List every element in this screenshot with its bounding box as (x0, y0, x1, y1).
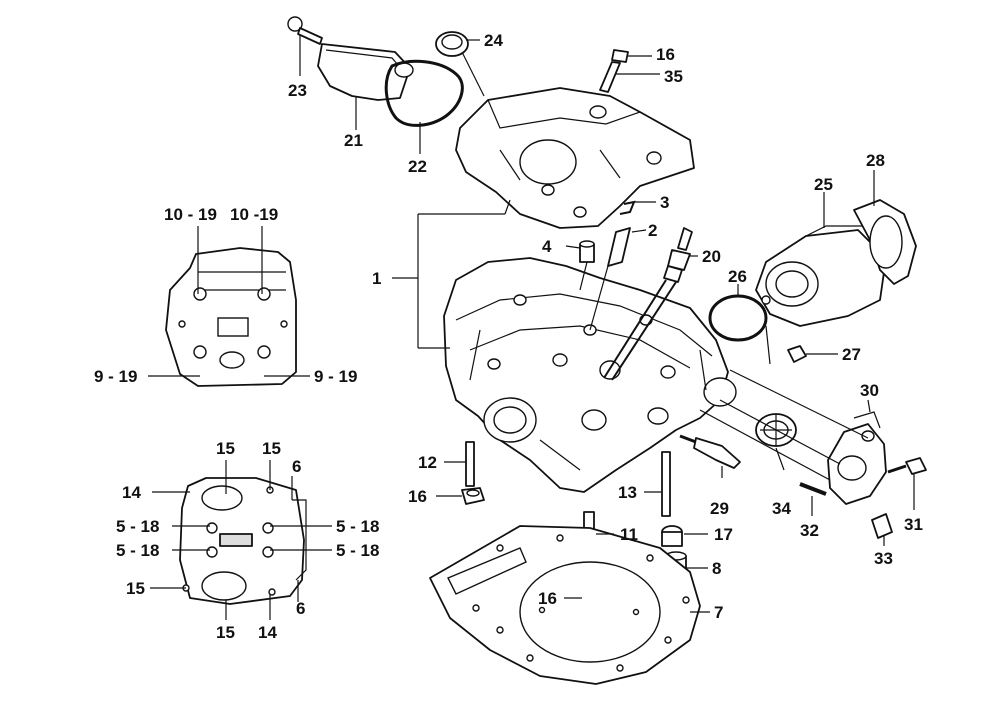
callout-14-bottom: 14 (258, 623, 277, 642)
callout-28: 28 (866, 151, 885, 170)
detail-view-head-top (165, 247, 297, 387)
callout-6-bottom: 6 (296, 599, 305, 618)
callout-35: 35 (664, 67, 683, 86)
callout-17: 17 (714, 525, 733, 544)
callout-leaders (299, 34, 915, 613)
callout-labels: 23 21 22 24 16 35 3 2 4 20 1 25 28 26 27… (94, 31, 923, 642)
callout-20: 20 (702, 247, 721, 266)
callout-5-18-d: 5 - 18 (336, 541, 379, 560)
callout-5-18-c: 5 - 18 (336, 517, 379, 536)
spark-plug-part-20 (603, 227, 693, 381)
callout-15-b: 15 (262, 439, 281, 458)
callout-21: 21 (344, 131, 363, 150)
callout-16-left: 16 (408, 487, 427, 506)
stud-part-13 (661, 451, 671, 517)
valve-guide-part-2 (589, 227, 631, 331)
sleeve-part-17 (661, 525, 683, 547)
callout-15-a: 15 (216, 439, 235, 458)
clamp-part-28 (853, 199, 917, 285)
callout-6-top: 6 (292, 457, 301, 476)
dowel-part-4 (579, 240, 595, 291)
camshaft-carrier-part (455, 87, 695, 229)
callout-1: 1 (372, 269, 381, 288)
stud-part-12 (465, 441, 475, 487)
clip-part-3 (619, 200, 636, 215)
callout-2: 2 (648, 221, 657, 240)
detail-view-leaders-bottom (150, 460, 332, 620)
callout-23: 23 (288, 81, 307, 100)
callout-31: 31 (904, 515, 923, 534)
callout-14-top: 14 (122, 483, 141, 502)
callout-9-19-left: 9 - 19 (94, 367, 137, 386)
callout-3: 3 (660, 193, 669, 212)
bolt-part-16-35 (599, 49, 629, 93)
callout-22: 22 (408, 157, 427, 176)
bracket-part-1 (392, 199, 511, 349)
detail-view-leaders-top (148, 226, 310, 377)
cover-gasket-part-22 (384, 59, 464, 127)
callout-10-19-right: 10 -19 (230, 205, 278, 224)
callout-11: 11 (620, 525, 638, 544)
plug-part-24 (435, 31, 485, 97)
callout-34: 34 (772, 499, 791, 518)
callout-29: 29 (710, 499, 729, 518)
callout-16-top: 16 (656, 45, 675, 64)
thermostat-housing-part-30 (827, 399, 887, 505)
intake-manifold-part-25 (755, 225, 887, 327)
detail-view-head-bottom (179, 477, 307, 605)
callout-9-19-right: 9 - 19 (314, 367, 357, 386)
callout-16-gasket: 16 (538, 589, 557, 608)
callout-12: 12 (418, 453, 437, 472)
callout-8: 8 (712, 559, 721, 578)
sensor-part-29 (679, 434, 741, 478)
cylinder-head-part-1 (443, 257, 737, 493)
callout-15-c: 15 (126, 579, 145, 598)
bolt-part-31 (887, 457, 927, 475)
callout-26: 26 (728, 267, 747, 286)
coolant-line-guide (699, 369, 869, 481)
callout-24: 24 (484, 31, 503, 50)
callout-5-18-a: 5 - 18 (116, 517, 159, 536)
callout-30: 30 (860, 381, 879, 400)
head-gasket-part-7 (429, 525, 701, 685)
nut-part-16-left (461, 487, 485, 505)
nut-part-33 (871, 513, 893, 539)
callout-7: 7 (714, 603, 723, 622)
o-ring-part-26 (708, 294, 768, 342)
callout-10-19-left: 10 - 19 (164, 205, 217, 224)
callout-13: 13 (618, 483, 637, 502)
callout-27: 27 (842, 345, 861, 364)
callout-33: 33 (874, 549, 893, 568)
callout-25: 25 (814, 175, 833, 194)
stud-part-32 (799, 482, 827, 516)
valve-cover-part-21 (317, 43, 414, 101)
callout-32: 32 (800, 521, 819, 540)
screw-part-27 (765, 325, 807, 365)
callout-5-18-b: 5 - 18 (116, 541, 159, 560)
bolt-part-23 (287, 16, 323, 45)
callout-15-d: 15 (216, 623, 235, 642)
callout-4: 4 (542, 237, 552, 256)
